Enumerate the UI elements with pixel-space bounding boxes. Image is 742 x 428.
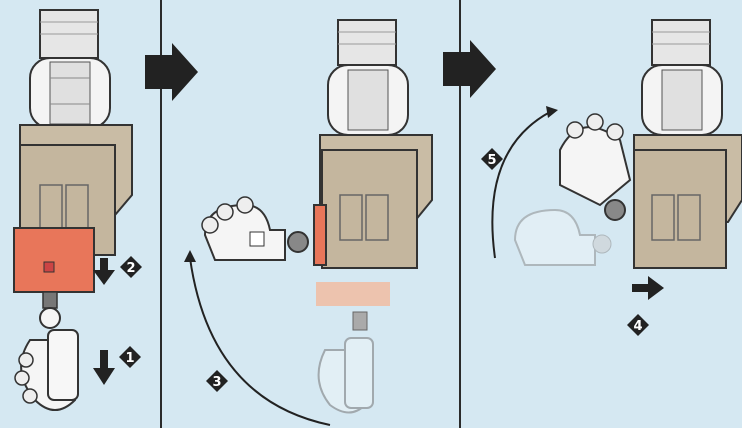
panel-1: 2 1 — [14, 10, 142, 410]
arrow-right-4 — [632, 276, 664, 300]
step-badge-3: 3 — [206, 370, 228, 392]
step-badge-4: 4 — [627, 314, 649, 336]
svg-text:4: 4 — [633, 319, 642, 334]
transition-arrow-2 — [443, 40, 496, 98]
step-badge-1: 1 — [119, 346, 141, 368]
panel-2: 3 — [184, 20, 432, 425]
arrow-down-2 — [93, 258, 115, 285]
svg-text:1: 1 — [125, 351, 134, 366]
white-arm-rotated — [202, 197, 285, 260]
panel-3: 5 4 — [481, 20, 742, 336]
white-arm-part — [15, 308, 78, 410]
arrow-down-1 — [93, 350, 115, 385]
transition-arrow-1 — [145, 43, 198, 101]
step-badge-2: 2 — [120, 256, 142, 278]
svg-text:2: 2 — [126, 261, 135, 276]
white-arm-folded — [560, 114, 630, 205]
svg-text:5: 5 — [487, 153, 496, 168]
svg-text:3: 3 — [212, 375, 221, 390]
orange-leg-part — [14, 228, 94, 292]
step-badge-5: 5 — [481, 148, 503, 170]
rotation-arc-3 — [190, 258, 330, 425]
